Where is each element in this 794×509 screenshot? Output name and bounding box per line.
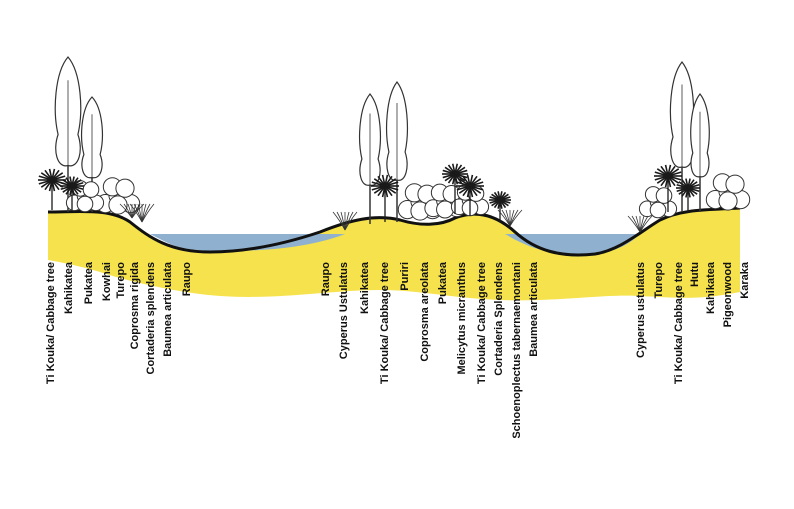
species-label: Raupo (320, 262, 332, 297)
vegetation-central-island (332, 81, 523, 231)
species-label: Coprosma areolata (419, 261, 431, 362)
vegetation-right-bank (627, 61, 751, 233)
ground-line (47, 206, 741, 257)
shrub-icon (705, 173, 751, 211)
species-label: Kowhai (101, 262, 113, 301)
species-label: Pigeonwood (722, 262, 734, 327)
tree-icon (386, 81, 408, 222)
cabbage-tree-icon (676, 178, 700, 212)
reed-icon (332, 211, 358, 231)
species-label: Kahikatea (63, 261, 75, 314)
species-label: Schoenoplectus tabernaemontani (511, 262, 523, 439)
water-pool-right (505, 234, 640, 255)
cabbage-tree-icon (38, 168, 66, 210)
tree-icon (690, 93, 710, 212)
tree-icon (81, 96, 103, 212)
species-label: Cortaderia splendens (145, 262, 157, 374)
species-label: Pukatea (437, 261, 449, 304)
species-label: Kahikatea (359, 261, 371, 314)
reed-icon (119, 203, 145, 219)
species-label: Ti Kouka/ Cabbage tree (476, 262, 488, 384)
species-label: Hutu (689, 262, 701, 287)
species-label: Puriri (399, 262, 411, 291)
species-label: Kahikatea (705, 261, 717, 314)
tree-icon (359, 93, 381, 224)
species-label: Ti Kouka/ Cabbage tree (45, 262, 57, 384)
species-label: Baumea articulata (162, 261, 174, 357)
reed-icon (627, 215, 653, 233)
species-label: Melicytus micranthus (456, 262, 468, 374)
species-label: Cortaderia Splendens (493, 262, 505, 376)
cabbage-tree-icon (60, 176, 84, 210)
species-label: Karaka (739, 261, 751, 299)
cabbage-tree-icon (371, 174, 399, 222)
cabbage-tree-icon (442, 163, 468, 214)
species-label: Baumea articulata (528, 261, 540, 357)
soil-band (48, 208, 740, 301)
species-label: Pukatea (83, 261, 95, 304)
species-label: Cyperus ustulatus (635, 262, 647, 358)
species-label: Ti Kouka/ Cabbage tree (673, 262, 685, 384)
species-label: Raupo (181, 262, 193, 297)
species-label: Cyperus Ustulatus (338, 262, 350, 359)
shrub-icon (638, 186, 678, 219)
vegetation-left-bank (38, 56, 155, 223)
species-label: Ti Kouka/ Cabbage tree (379, 262, 391, 384)
species-label: Turepo (653, 262, 665, 299)
cabbage-tree-icon (654, 164, 682, 212)
reed-icon (497, 209, 523, 227)
species-labels: Ti Kouka/ Cabbage tree Kahikatea Pukatea Ko… (45, 261, 751, 439)
species-label: Coprosma rigida (129, 261, 141, 349)
cabbage-tree-icon (456, 174, 484, 216)
species-label: Turepo (115, 262, 127, 299)
cabbage-tree-icon (489, 191, 511, 222)
